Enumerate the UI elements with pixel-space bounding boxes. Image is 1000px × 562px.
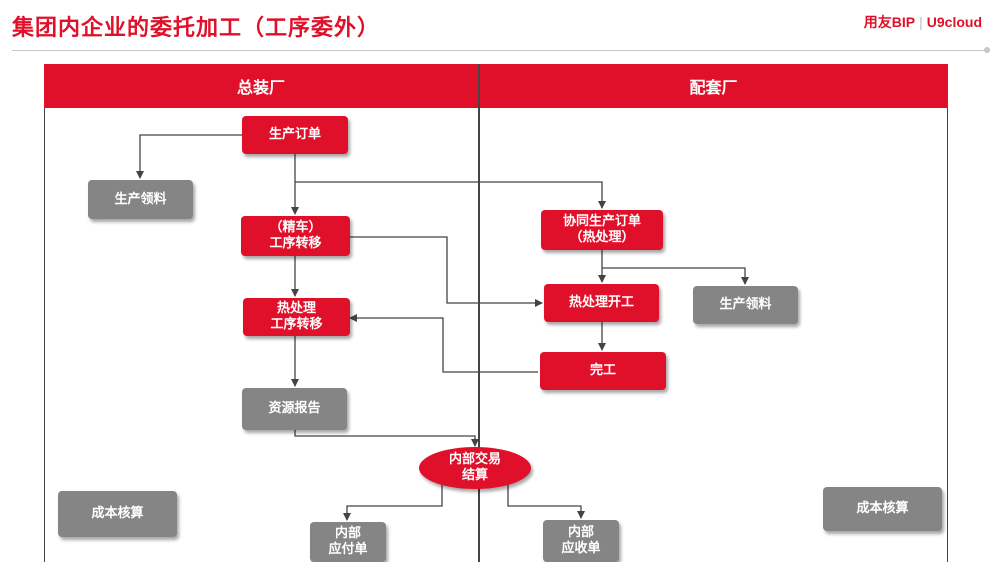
node-internal-receivable: 内部 应收单 [543,520,619,562]
title-divider [12,50,988,51]
node-material-issue-left: 生产领料 [88,180,193,219]
connector-completion-to-heat [349,314,538,373]
page-title: 集团内企业的委托加工（工序委外） [12,16,381,41]
node-heat-treatment-start: 热处理开工 [544,284,659,322]
brand-product: U9cloud [926,14,982,30]
connector-settlement-to-receivable [507,480,585,519]
node-resource-report: 资源报告 [242,388,347,430]
brand-logo: 用友BIP|U9cloud [864,12,982,32]
connector-collab-to-issue [602,267,749,285]
node-internal-payable: 内部 应付单 [310,522,386,562]
node-material-issue-right: 生产领料 [693,286,798,324]
lane-header-assembly-plant: 总装厂 [44,64,478,108]
node-cost-accounting-left: 成本核算 [58,491,177,537]
node-completion: 完工 [540,352,666,390]
brand-separator: | [919,14,923,30]
node-production-order: 生产订单 [242,116,348,154]
node-collab-production-order: 协同生产订单 （热处理） [541,210,663,250]
connector-order-to-collab [295,181,606,209]
node-cost-accounting-right: 成本核算 [823,487,942,531]
title-divider-dot [984,47,990,53]
node-heat-treatment-transfer: 热处理 工序转移 [243,298,350,336]
connector-finishing-to-heatstart [350,236,543,307]
node-internal-settlement: 内部交易 结算 [419,447,531,489]
lane-divider [478,64,480,562]
node-finishing-transfer: （精车） 工序转移 [241,216,350,256]
connector-settlement-to-payable [343,480,443,521]
lane-header-supplier-plant: 配套厂 [479,64,948,108]
brand-name: 用友BIP [863,14,916,30]
connector-report-to-settlement [294,430,479,447]
